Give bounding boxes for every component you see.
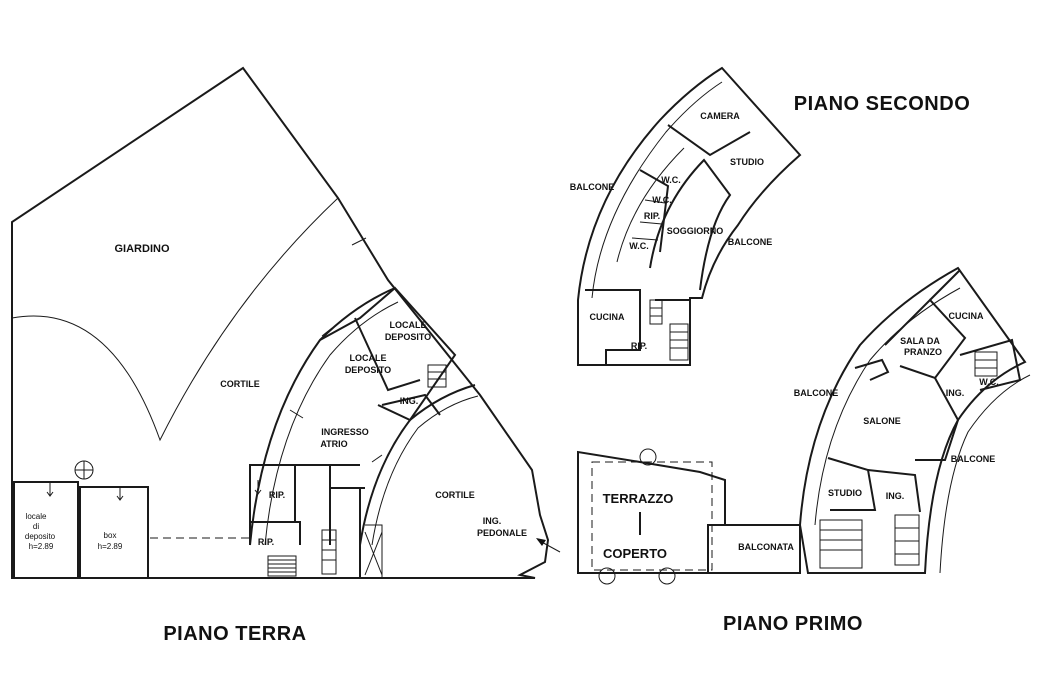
label-camera: CAMERA <box>700 111 740 121</box>
label-cucina-1: CUCINA <box>949 311 984 321</box>
garden-arc <box>11 197 339 442</box>
box-garage <box>79 486 149 579</box>
terra-wing-inner <box>359 384 476 546</box>
label-ing: ING. <box>400 396 419 406</box>
label-soggiorno: SOGGIORNO <box>667 226 724 236</box>
label-ing-1a: ING. <box>886 491 905 501</box>
label-locale-di-deposito-c: deposito <box>25 532 56 541</box>
label-rip-2a: RIP. <box>644 211 660 221</box>
label-salone: SALONE <box>863 416 901 426</box>
label-box-h: h=2.89 <box>98 542 123 551</box>
label-rip-1: RIP. <box>269 490 285 500</box>
label-wc-1: W.C. <box>979 377 999 387</box>
label-balcone-2-left: BALCONE <box>570 182 615 192</box>
primo-outer-curve <box>798 266 1027 574</box>
terra-outer-boundary <box>11 66 550 579</box>
label-cortile-right: CORTILE <box>435 490 475 500</box>
storage-room <box>13 481 79 579</box>
terra-stairs <box>267 364 447 577</box>
label-giardino: GIARDINO <box>115 243 170 255</box>
label-wc-2b: W.C. <box>652 195 672 205</box>
label-locale-deposito-2a: LOCALE <box>350 353 387 363</box>
piano-terra-plan <box>11 66 561 579</box>
label-balconata: BALCONATA <box>738 542 794 552</box>
terra-wing-outer <box>249 287 396 546</box>
label-locale-di-deposito-a: locale <box>26 512 47 521</box>
label-terrazzo: TERRAZZO <box>603 491 674 506</box>
label-ingresso: INGRESSO <box>321 427 369 437</box>
label-rip-2: RIP. <box>258 537 274 547</box>
label-balcone-1-left: BALCONE <box>794 388 839 398</box>
label-studio-2: STUDIO <box>730 157 764 167</box>
label-box: box <box>104 531 117 540</box>
label-pranzo: PRANZO <box>904 347 942 357</box>
label-locale-deposito-1b: DEPOSITO <box>385 332 431 342</box>
label-balcone-1-right: BALCONE <box>951 454 996 464</box>
secondo-outer-curve <box>577 66 802 366</box>
label-sala-da: SALA DA <box>900 336 940 346</box>
label-locale-di-deposito-b: di <box>33 522 39 531</box>
label-locale-di-deposito-h: h=2.89 <box>29 542 54 551</box>
piano-primo-plan <box>577 266 1031 585</box>
label-cucina-2: CUCINA <box>590 312 625 322</box>
label-wc-2a: W.C. <box>661 175 681 185</box>
label-locale-deposito-2b: DEPOSITO <box>345 365 391 375</box>
labels: PIANO TERRA PIANO PRIMO PIANO SECONDO GI… <box>25 93 999 645</box>
label-balcone-2-right: BALCONE <box>728 237 773 247</box>
label-ing-pedonale-a: ING. <box>483 516 502 526</box>
label-rip-2b: RIP. <box>631 341 647 351</box>
label-coperto: COPERTO <box>603 546 667 561</box>
title-piano-terra: PIANO TERRA <box>163 623 306 645</box>
entrance-arrow-icon <box>536 538 561 553</box>
label-wc-2c: W.C. <box>629 241 649 251</box>
title-piano-primo: PIANO PRIMO <box>723 613 863 635</box>
label-ing-1b: ING. <box>946 388 965 398</box>
label-studio-1: STUDIO <box>828 488 862 498</box>
piano-secondo-plan <box>577 66 802 366</box>
label-atrio: ATRIO <box>320 439 347 449</box>
label-cortile: CORTILE <box>220 379 260 389</box>
label-locale-deposito-1a: LOCALE <box>390 320 427 330</box>
label-ing-pedonale-b: PEDONALE <box>477 528 527 538</box>
title-piano-secondo: PIANO SECONDO <box>794 93 971 115</box>
